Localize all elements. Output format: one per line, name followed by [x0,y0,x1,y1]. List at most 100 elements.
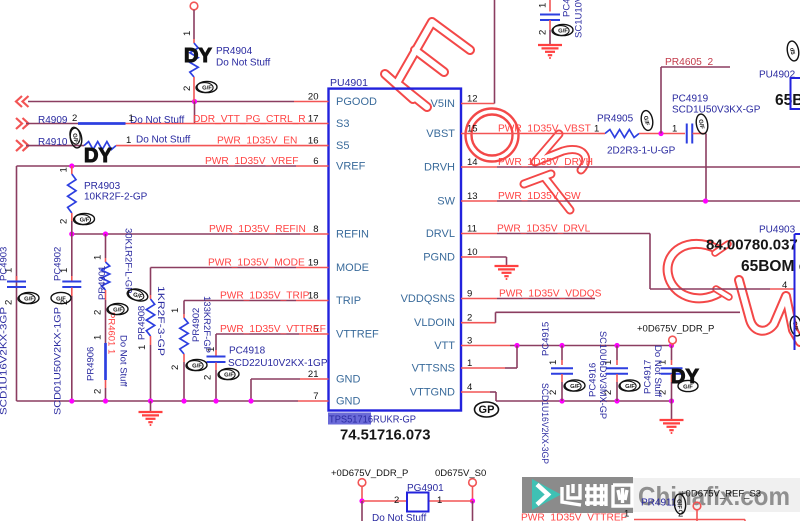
svg-text:1: 1 [548,360,559,365]
svg-text:PC4916: PC4916 [588,363,599,397]
svg-text:G/F: G/F [56,296,66,302]
svg-text:1: 1 [603,360,614,365]
svg-text:1: 1 [4,268,15,273]
svg-text:R4910: R4910 [38,137,68,148]
svg-text:VDDQSNS: VDDQSNS [401,293,455,305]
svg-text:S3: S3 [336,118,349,130]
svg-text:PC4903: PC4903 [0,247,10,281]
svg-text:2D2R3-1-U-GP: 2D2R3-1-U-GP [607,146,676,157]
svg-text:V5IN: V5IN [431,98,456,110]
svg-text:G/F: G/F [642,115,650,126]
svg-text:DY: DY [671,366,699,388]
svg-text:DY: DY [184,45,212,67]
svg-text:PC4902: PC4902 [53,247,64,281]
svg-text:PC4917: PC4917 [643,360,654,394]
svg-text:PR4904: PR4904 [216,46,253,57]
svg-text:30K1R2F-L-GP: 30K1R2F-L-GP [123,228,134,293]
svg-text:PWR_1D35V_VDDQS: PWR_1D35V_VDDQS [499,289,602,300]
svg-text:1: 1 [658,360,669,365]
svg-text:PR4908: PR4908 [137,306,148,340]
svg-text:Do Not Stuff: Do Not Stuff [652,345,663,397]
svg-text:74.51716.073: 74.51716.073 [340,428,431,444]
svg-text:PC4915: PC4915 [541,322,552,356]
svg-text:VBST: VBST [426,128,455,140]
svg-text:G/F: G/F [675,499,682,510]
svg-text:G/F: G/F [697,119,705,130]
svg-text:Do Not Stuff: Do Not Stuff [372,513,427,521]
svg-text:1: 1 [467,358,472,369]
svg-text:PWR_1D35V_VTTREF: PWR_1D35V_VTTREF [521,513,627,521]
svg-text:REFIN: REFIN [336,229,369,241]
svg-text:18: 18 [308,291,319,302]
svg-text:7: 7 [313,391,318,402]
svg-text:Do Not Stuff: Do Not Stuff [136,135,191,146]
svg-text:G/F: G/F [683,384,693,390]
svg-text:PC4918: PC4918 [229,346,266,357]
svg-text:3: 3 [467,336,472,347]
svg-text:1: 1 [594,124,599,135]
svg-text:PWR_1D35V_EN: PWR_1D35V_EN [217,136,297,147]
svg-text:1: 1 [93,335,104,340]
svg-text:2: 2 [72,113,77,124]
svg-text:2: 2 [394,495,399,506]
svg-text:SW: SW [437,196,455,208]
svg-text:PR4605_2: PR4605_2 [665,57,713,68]
svg-text:DRVL: DRVL [426,228,455,240]
svg-text:PR4901: PR4901 [97,266,108,300]
svg-text:+0D675V_REF_S3: +0D675V_REF_S3 [680,489,761,500]
svg-text:G/F: G/F [132,292,143,300]
svg-text:PR4902: PR4902 [191,308,202,342]
svg-text:4: 4 [782,280,787,291]
svg-text:TRIP: TRIP [336,295,361,307]
svg-text:PR4911: PR4911 [641,498,677,509]
svg-text:DRVH: DRVH [424,162,455,174]
svg-text:GND: GND [336,374,361,386]
svg-text:2: 2 [182,86,193,91]
svg-text:PU4902: PU4902 [759,70,796,81]
svg-text:2: 2 [548,390,559,395]
svg-text:PWR_1D35V_REFIN: PWR_1D35V_REFIN [209,224,306,235]
svg-text:2: 2 [603,390,614,395]
svg-text:1: 1 [129,113,134,124]
svg-text:G/F: G/F [202,85,212,91]
svg-text:PC4919: PC4919 [672,94,709,105]
svg-text:1: 1 [672,124,677,135]
svg-text:Do Not Stuff: Do Not Stuff [118,335,129,387]
svg-text:SCD1U50V3KX-GP: SCD1U50V3KX-GP [672,105,761,116]
svg-text:VREF: VREF [336,161,366,173]
svg-text:PWR_1D35V_VREF: PWR_1D35V_VREF [205,156,298,167]
svg-text:65BOM c: 65BOM c [741,258,800,275]
svg-text:2: 2 [59,300,70,305]
svg-text:8: 8 [313,224,318,235]
svg-text:SCD22U10V2KX-1GP: SCD22U10V2KX-1GP [228,358,328,369]
svg-text:PU4903: PU4903 [759,225,796,236]
svg-text:1: 1 [538,3,549,8]
svg-text:1: 1 [93,255,104,260]
svg-text:19: 19 [308,258,319,269]
svg-text:4: 4 [467,382,472,393]
svg-text:2: 2 [170,365,181,370]
svg-text:PG4901: PG4901 [407,483,444,494]
svg-text:1: 1 [437,495,442,506]
svg-text:PR4601 1: PR4601 1 [106,312,117,354]
svg-text:SC1U10V3KX-GP: SC1U10V3KX-GP [574,0,585,38]
svg-text:PWR_1D35V_MODE: PWR_1D35V_MODE [208,258,305,269]
svg-text:d5: d5 [788,47,795,55]
svg-text:GP: GP [479,404,495,416]
svg-text:SCD01U50V2KX-1GP: SCD01U50V2KX-1GP [53,307,64,415]
svg-text:1: 1 [182,31,193,36]
svg-text:PGND: PGND [423,252,455,264]
svg-text:Do Not Stuff: Do Not Stuff [216,58,271,69]
svg-text:6: 6 [313,156,318,167]
svg-text:VLDOIN: VLDOIN [414,317,455,329]
svg-text:G/F: G/F [80,217,90,223]
svg-text:DY: DY [84,145,112,167]
svg-text:2: 2 [93,389,104,394]
svg-text:2: 2 [678,509,683,520]
svg-text:VTTSNS: VTTSNS [412,363,455,375]
svg-text:PGOOD: PGOOD [336,96,377,108]
svg-text:133KR2F-GP: 133KR2F-GP [201,296,212,353]
svg-text:G/F: G/F [71,133,79,144]
svg-text:PWR_1D35V_VTTREF: PWR_1D35V_VTTREF [220,324,326,335]
svg-text:1: 1 [126,135,131,146]
